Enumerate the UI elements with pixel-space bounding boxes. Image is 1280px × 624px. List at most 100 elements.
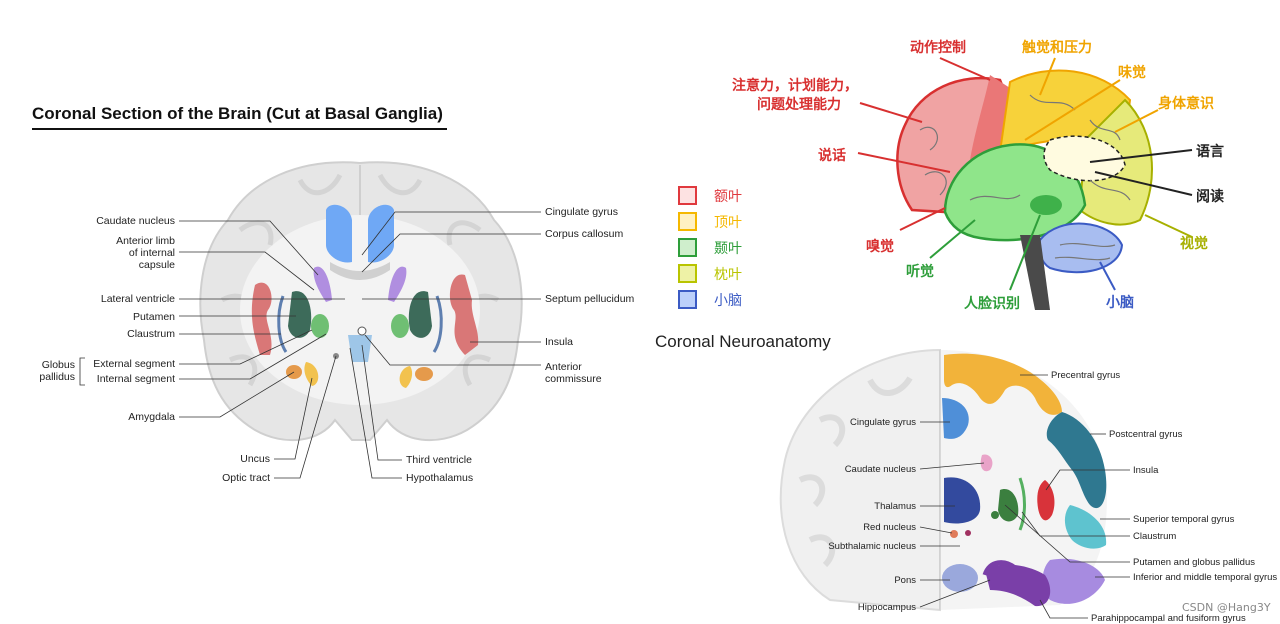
label-claustrum: Claustrum bbox=[127, 328, 175, 340]
label-septum-pellucidum: Septum pellucidum bbox=[545, 293, 635, 305]
cerebellum-shape bbox=[1038, 222, 1124, 274]
label-hypothalamus: Hypothalamus bbox=[406, 472, 473, 484]
claustrum-left bbox=[277, 295, 288, 353]
superior-temporal-region bbox=[1064, 505, 1107, 549]
label-external-segment: External segment bbox=[93, 358, 175, 370]
leader-caudate bbox=[179, 220, 319, 276]
label-red-nucleus: Red nucleus bbox=[863, 522, 916, 533]
insula-left bbox=[251, 282, 272, 355]
neuro-left-hemisphere bbox=[779, 348, 941, 612]
leader-uncus bbox=[274, 377, 313, 460]
caudate-right bbox=[388, 266, 407, 302]
pointer-body-awareness bbox=[1114, 109, 1159, 133]
motor-strip bbox=[970, 75, 1010, 160]
leader-cingulate bbox=[361, 211, 541, 256]
label-vision: 视觉 bbox=[1180, 235, 1208, 252]
cingulate-gyrus-region bbox=[326, 204, 394, 263]
label-putamen: Putamen bbox=[133, 311, 175, 323]
pointer-attention bbox=[859, 102, 923, 123]
label-amygdala: Amygdala bbox=[128, 411, 175, 423]
label-superior-temporal: Superior temporal gyrus bbox=[1133, 514, 1235, 525]
globus-pallidus-left bbox=[311, 314, 329, 338]
pointer-hearing bbox=[929, 219, 976, 259]
leader-anterior-limb bbox=[179, 251, 315, 291]
inferior-middle-temporal-region bbox=[1042, 558, 1105, 604]
neuro-caudate-region bbox=[980, 454, 993, 472]
third-ventricle-region bbox=[348, 335, 372, 362]
leader-red-nucleus bbox=[919, 526, 953, 534]
leader-hypothalamus bbox=[349, 347, 402, 479]
watermark: CSDN @Hang3Y bbox=[1182, 601, 1271, 614]
putamen-left bbox=[288, 291, 312, 338]
neuro-left-gyri bbox=[798, 376, 913, 568]
label-anterior-limb-1: Anterior limb bbox=[116, 235, 175, 247]
label-smell: 嗅觉 bbox=[866, 238, 894, 255]
coronal-section-panel: Coronal Section of the Brain (Cut at Bas… bbox=[32, 104, 635, 484]
pointer-face bbox=[1009, 214, 1041, 291]
neuro-cingulate-region bbox=[942, 398, 969, 439]
pointer-taste bbox=[1024, 79, 1121, 141]
leader-hippocampus bbox=[919, 579, 991, 608]
label-taste: 味觉 bbox=[1118, 64, 1146, 81]
parahippocampal-region bbox=[985, 564, 1051, 607]
pons-region bbox=[942, 564, 978, 592]
label-speech: 说话 bbox=[818, 147, 846, 164]
leader-optic-tract bbox=[274, 355, 337, 479]
pointer-language bbox=[1089, 149, 1193, 163]
corpus-callosum-region bbox=[330, 262, 390, 280]
pointer-speech bbox=[857, 152, 951, 173]
amygdala-right bbox=[415, 367, 433, 381]
label-internal-segment: Internal segment bbox=[97, 373, 175, 385]
coronal-neuroanatomy-panel: Coronal Neuroanatomy bbox=[655, 332, 1277, 624]
label-reading: 阅读 bbox=[1196, 188, 1224, 205]
leader-corpus-callosum bbox=[361, 233, 541, 273]
label-anterior-limb-2: of internal bbox=[129, 247, 175, 259]
legend-label-cerebellum: 小脑 bbox=[714, 293, 742, 309]
label-lateral-ventricle: Lateral ventricle bbox=[101, 293, 175, 305]
hippocampus-region bbox=[982, 560, 1017, 577]
leader-putamen-globus bbox=[1004, 504, 1130, 563]
label-corpus-callosum: Corpus callosum bbox=[545, 228, 623, 240]
coronal-section-title: Coronal Section of the Brain (Cut at Bas… bbox=[32, 104, 443, 123]
label-hippocampus: Hippocampus bbox=[858, 602, 916, 613]
label-subthalamic: Subthalamic nucleus bbox=[828, 541, 916, 552]
label-putamen-globus: Putamen and globus pallidus bbox=[1133, 557, 1255, 568]
label-hearing: 听觉 bbox=[906, 263, 934, 280]
leader-anterior-commissure bbox=[364, 334, 541, 366]
postcentral-gyrus-region bbox=[1046, 412, 1107, 509]
label-cingulate-gyrus: Cingulate gyrus bbox=[545, 206, 618, 218]
label-thalamus: Thalamus bbox=[874, 501, 916, 512]
putamen-right bbox=[408, 291, 432, 338]
label-insula: Insula bbox=[545, 336, 573, 348]
claustrum-right bbox=[432, 295, 443, 353]
legend-label-frontal: 额叶 bbox=[714, 189, 742, 205]
legend-label-parietal: 顶叶 bbox=[714, 215, 742, 231]
neuro-globus-mark bbox=[991, 511, 999, 519]
lobes-diagram-panel: 动作控制 触觉和压力 注意力，计划能力， 问题处理能力 味觉 身体意识 说话 语… bbox=[678, 39, 1224, 312]
pointer-touch bbox=[1039, 57, 1056, 96]
legend-swatch-temporal bbox=[678, 238, 697, 257]
legend-swatch-cerebellum bbox=[678, 290, 697, 309]
leader-external-segment bbox=[179, 329, 313, 365]
label-globus-2: pallidus bbox=[39, 371, 75, 383]
label-neuro-insula: Insula bbox=[1133, 465, 1159, 476]
neuro-insula-region bbox=[1037, 480, 1055, 521]
label-touch-pressure: 触觉和压力 bbox=[1021, 39, 1092, 56]
label-parahippocampal: Parahippocampal and fusiform gyrus bbox=[1091, 613, 1246, 624]
label-inferior-middle-temporal: Inferior and middle temporal gyrus bbox=[1133, 572, 1277, 583]
label-caudate-nucleus: Caudate nucleus bbox=[96, 215, 175, 227]
neuro-claustrum-region bbox=[1018, 477, 1026, 531]
pointer-motor-control bbox=[939, 57, 991, 81]
neuro-putamen-region bbox=[998, 489, 1019, 522]
label-globus-1: Globus bbox=[42, 359, 75, 371]
precentral-gyrus-region bbox=[944, 353, 1062, 415]
label-anterior-commissure-2: commissure bbox=[545, 373, 602, 385]
pointer-reading bbox=[1094, 171, 1193, 196]
red-nucleus-mark bbox=[950, 530, 958, 538]
legend-label-temporal: 颞叶 bbox=[714, 241, 742, 257]
label-neuro-caudate: Caudate nucleus bbox=[845, 464, 917, 475]
label-third-ventricle: Third ventricle bbox=[406, 454, 472, 466]
legend-swatch-parietal bbox=[678, 212, 697, 231]
label-neuro-cingulate: Cingulate gyrus bbox=[850, 417, 916, 428]
